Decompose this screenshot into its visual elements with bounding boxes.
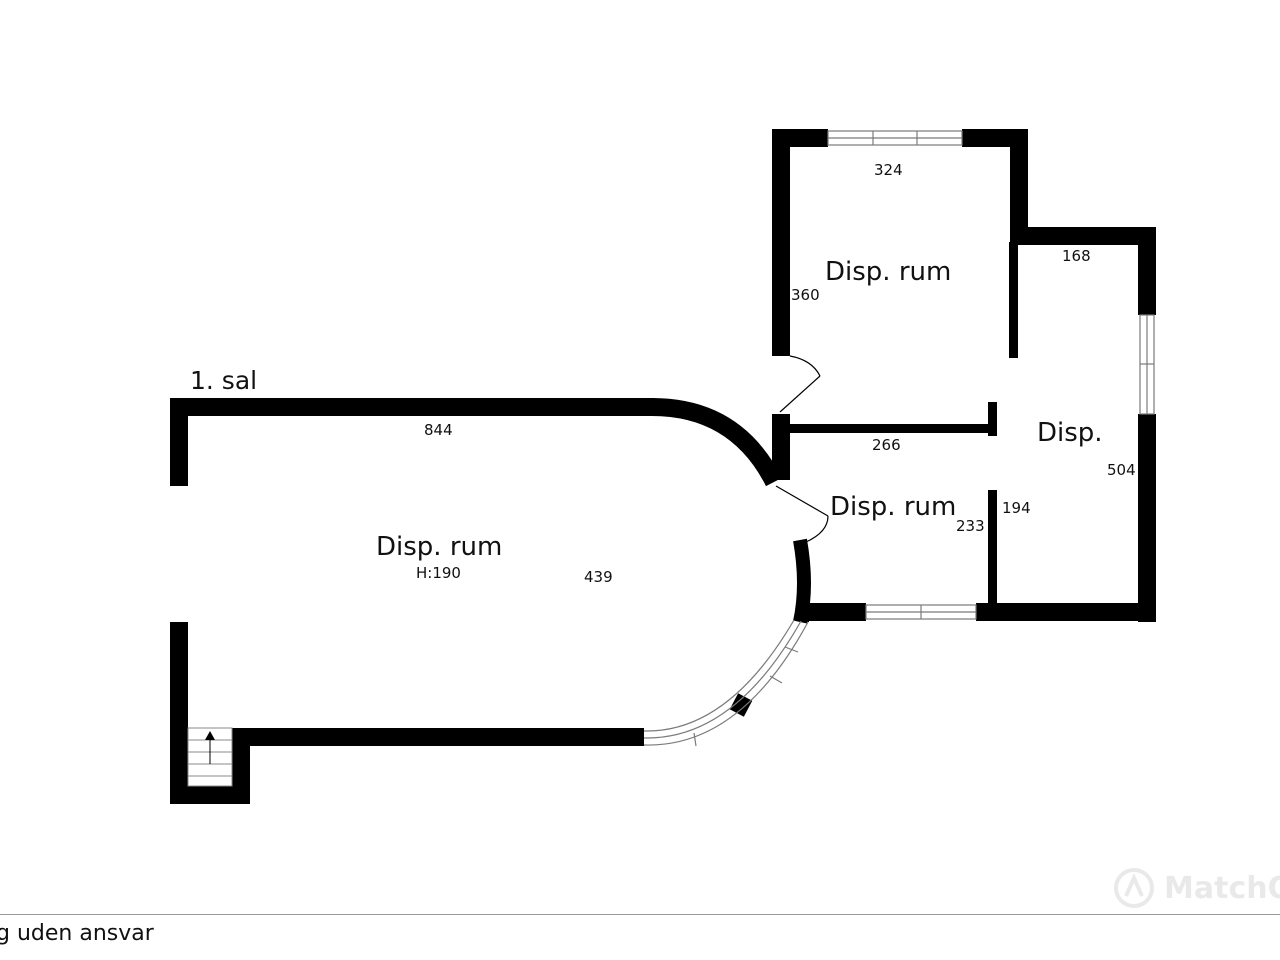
middle-partition (788, 424, 996, 433)
dim-upper-depth: 360 (791, 286, 820, 304)
side-right-wall-lower (1138, 414, 1156, 622)
dim-upper-width: 324 (874, 161, 903, 179)
curved-window-outer (643, 621, 809, 746)
doors (775, 355, 829, 543)
upper-door-swing (789, 355, 821, 377)
footer-divider (0, 914, 1280, 915)
main-room-height: H:190 (416, 564, 461, 582)
main-bottom-wall (232, 728, 644, 746)
floor-title: 1. sal (190, 366, 257, 395)
middle-room-label: Disp. rum (830, 492, 956, 522)
side-room-label: Disp. (1037, 418, 1103, 448)
main-left-wall-upper (170, 398, 188, 486)
upper-top-wall-left (772, 129, 828, 147)
curve-pillar (729, 693, 753, 717)
main-top-wall (170, 398, 655, 416)
lower-room-bottom-left (800, 603, 866, 621)
lower-room-divider (988, 490, 997, 604)
staircase (187, 727, 233, 787)
partition-stub (772, 414, 790, 480)
upper-room-label: Disp. rum (825, 257, 951, 287)
upper-right-wall (1010, 129, 1028, 233)
dim-main-width: 439 (584, 568, 613, 586)
middle-door-swing (805, 515, 829, 543)
side-top-wall (1010, 227, 1156, 245)
dim-middle-width: 266 (872, 436, 901, 454)
matchoffice-logo-icon (1114, 868, 1154, 908)
stair-bottom-wall (170, 786, 250, 804)
dim-side-length: 504 (1107, 461, 1136, 479)
stair-arrow-head (205, 731, 215, 740)
windows (643, 130, 1155, 747)
curved-window-inner (643, 619, 795, 732)
upper-left-wall (772, 129, 790, 356)
middle-partition-end (988, 402, 997, 436)
watermark: MatchOf (1112, 866, 1280, 910)
walls (170, 129, 1156, 804)
dim-side-top: 168 (1062, 247, 1091, 265)
upper-door-leaf (779, 375, 821, 413)
main-left-wall-lower (170, 622, 188, 804)
dim-middle-depth: 233 (956, 517, 985, 535)
disclaimer-text: g uden ansvar (0, 921, 154, 946)
stair-right-wall (232, 728, 250, 804)
middle-door-leaf (775, 485, 829, 517)
dim-side-inner: 194 (1002, 499, 1031, 517)
curved-window-mid (643, 620, 802, 739)
side-inner-wall-upper (1009, 242, 1018, 358)
dim-main-length: 844 (424, 421, 453, 439)
main-room-label: Disp. rum (376, 532, 502, 562)
lower-room-bottom-right (976, 603, 1156, 621)
side-right-wall-upper (1138, 227, 1156, 315)
watermark-text: MatchOf (1164, 870, 1280, 906)
main-curve-wall-top (651, 398, 783, 487)
